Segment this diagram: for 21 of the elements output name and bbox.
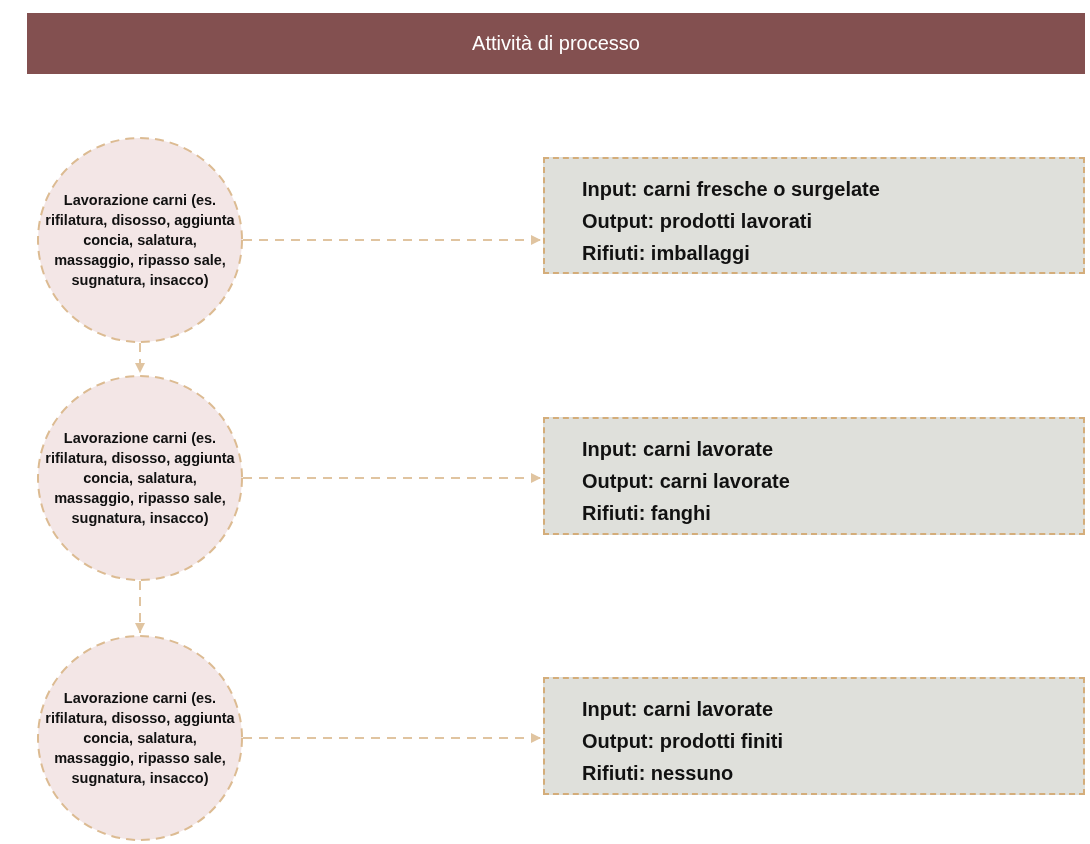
arrow bbox=[135, 580, 145, 634]
info-text: Input: carni lavorate bbox=[582, 697, 775, 722]
info-text: Output: carni lavorate bbox=[582, 469, 791, 494]
info-box bbox=[543, 157, 1085, 274]
arrow bbox=[135, 342, 145, 374]
arrow bbox=[242, 733, 542, 743]
process-label: Lavorazione carni (es. rifilatura, disosso, aggiunta concia, salatura, massaggio, ripasso sale, sugnatura, insacco) bbox=[44, 689, 236, 788]
info-text: Input: carni fresche o surgelate bbox=[582, 177, 881, 202]
info-text: Output: prodotti finiti bbox=[582, 729, 785, 754]
process-label: Lavorazione carni (es. rifilatura, disosso, aggiunta concia, salatura, massaggio, ripasso sale, sugnatura, insacco) bbox=[44, 429, 236, 528]
info-text: Rifiuti: imballaggi bbox=[582, 241, 751, 266]
info-text: Output: prodotti lavorati bbox=[582, 209, 813, 234]
info-text: Input: carni lavorate bbox=[582, 437, 775, 462]
info-box bbox=[543, 677, 1085, 795]
process-label: Lavorazione carni (es. rifilatura, disosso, aggiunta concia, salatura, massaggio, ripasso sale, sugnatura, insacco) bbox=[44, 191, 236, 290]
arrow bbox=[242, 235, 542, 245]
info-text: Rifiuti: fanghi bbox=[582, 501, 712, 526]
info-text: Rifiuti: nessuno bbox=[582, 761, 735, 786]
title-banner: Attività di processo bbox=[27, 13, 1085, 74]
arrow bbox=[242, 473, 542, 483]
info-box bbox=[543, 417, 1085, 535]
